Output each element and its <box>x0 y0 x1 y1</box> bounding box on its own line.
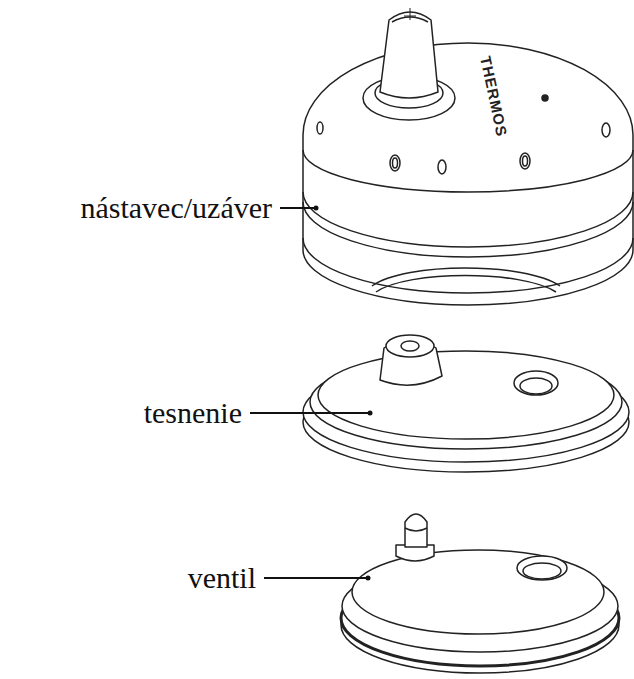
seal-nub-top <box>386 335 434 357</box>
spout-slit <box>404 8 416 20</box>
cap-body <box>303 43 633 305</box>
cap-rim-line <box>303 202 633 257</box>
leader-line <box>280 207 316 209</box>
vent-hole <box>520 153 530 169</box>
leader-dot <box>366 576 371 581</box>
air-dot <box>542 95 548 101</box>
vent-hole <box>393 158 398 168</box>
brand-logo: THERMOS <box>478 54 510 137</box>
valve-drawing <box>341 514 619 673</box>
valve-stem-line <box>405 528 427 531</box>
seal-face <box>318 351 614 439</box>
seal-hole <box>520 378 552 394</box>
seal-nub-hole <box>401 341 419 351</box>
leader-line <box>250 412 370 414</box>
seal-hole <box>514 371 558 395</box>
cap-shoulder <box>303 150 633 192</box>
vent-hole <box>602 123 610 137</box>
leader-lines <box>250 206 373 581</box>
vent-hole <box>317 122 323 134</box>
vent-hole <box>523 156 528 166</box>
cap-rim-line <box>303 192 633 247</box>
valve-face <box>352 550 604 634</box>
part-name: tesnenie <box>144 398 242 428</box>
part-name: nástavec/uzáver <box>80 193 272 223</box>
cap-grip-notch <box>372 268 560 286</box>
seal-drawing <box>303 335 629 472</box>
cap-drawing <box>303 8 633 305</box>
valve-hole <box>523 563 561 579</box>
leader-dot <box>314 206 319 211</box>
valve-stem <box>405 514 427 547</box>
vent-hole <box>390 155 400 171</box>
leader-line <box>264 577 368 579</box>
vent-hole <box>438 160 446 174</box>
cap-grip-notch <box>376 276 556 293</box>
valve-hole <box>517 556 567 580</box>
spout <box>380 12 438 98</box>
part-name: ventil <box>188 563 256 593</box>
leader-dot <box>368 411 373 416</box>
cap-rim-line <box>303 238 633 293</box>
